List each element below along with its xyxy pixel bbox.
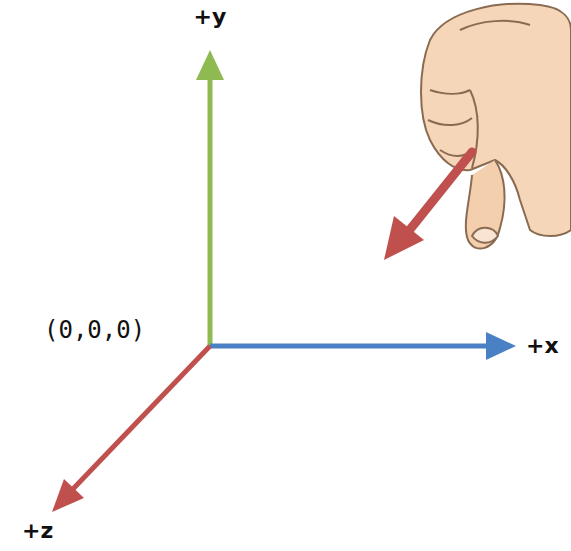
z-axis xyxy=(72,346,210,490)
rotation-arrow xyxy=(408,152,472,232)
rotation-arrowhead xyxy=(384,216,424,260)
hand-illustration xyxy=(421,4,571,249)
z-arrowhead xyxy=(52,479,84,512)
y-axis xyxy=(208,78,213,346)
axis-label: +x xyxy=(526,335,559,357)
axis-label: +z xyxy=(22,520,53,542)
axis-label: +y xyxy=(194,6,227,28)
x-arrowhead xyxy=(486,332,516,360)
origin-label: (0,0,0) xyxy=(44,318,145,342)
y-arrowhead xyxy=(196,50,224,80)
x-axis xyxy=(210,344,490,349)
